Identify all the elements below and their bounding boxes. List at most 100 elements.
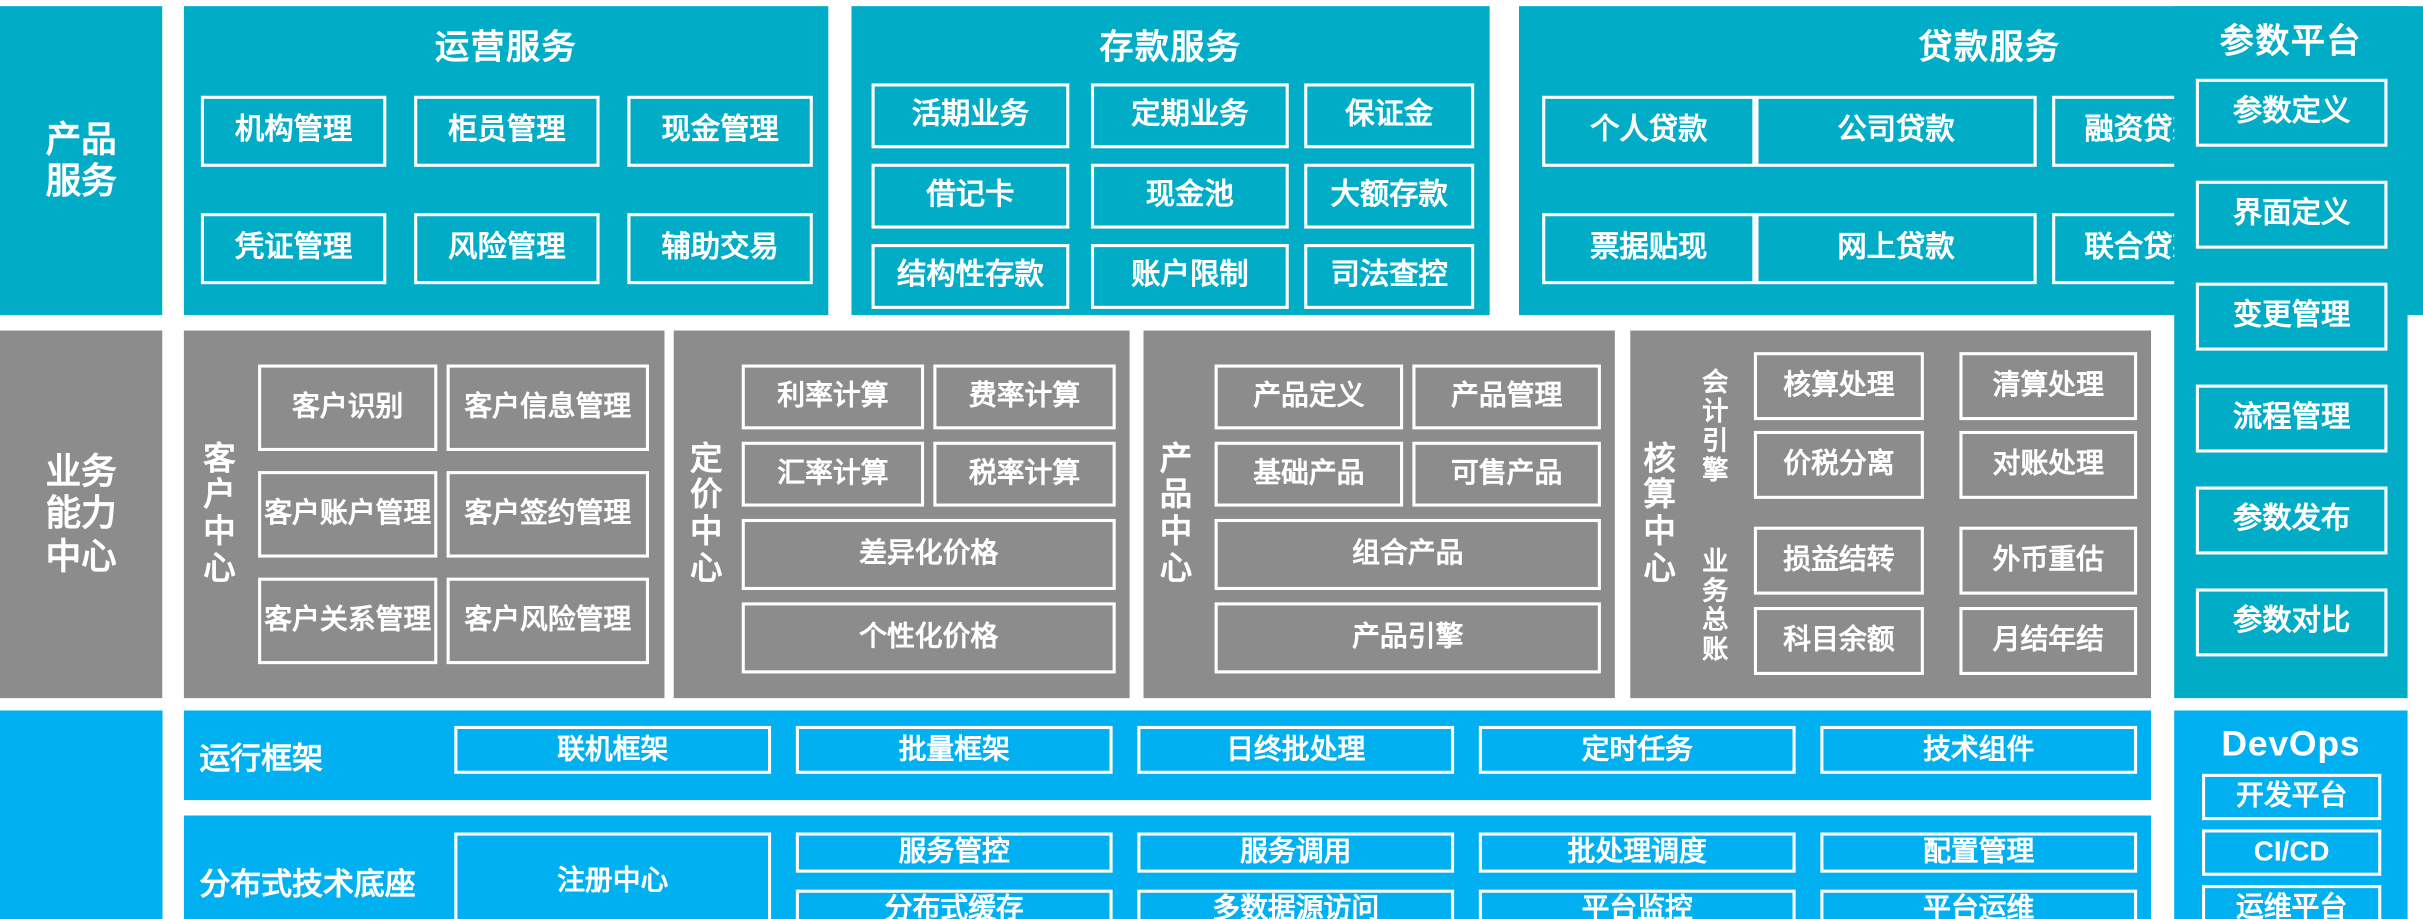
- tile-product-wide-0[interactable]: 组合产品: [1214, 518, 1601, 591]
- tile-loan-3[interactable]: 票据贴现: [1542, 213, 1756, 285]
- sidebar-devops-item-0[interactable]: 开发平台: [2202, 773, 2382, 821]
- tile-deposit-3[interactable]: 借记卡: [871, 163, 1070, 229]
- center-pricing-label-c3: 中: [689, 514, 723, 550]
- tile-runtime-3[interactable]: 定时任务: [1478, 725, 1796, 774]
- tile-operation-4[interactable]: 风险管理: [414, 213, 600, 285]
- sidebar-devops-item-1[interactable]: CI/CD: [2202, 829, 2382, 876]
- tile-distributed-bottom-3[interactable]: 平台运维: [1820, 889, 2138, 919]
- tile-distributed-top-1[interactable]: 服务调用: [1137, 832, 1455, 873]
- tile-general-ledger-3[interactable]: 月结年结: [1959, 607, 2138, 675]
- tile-product-3[interactable]: 可售产品: [1412, 441, 1601, 507]
- tile-operation-1[interactable]: 柜员管理: [414, 95, 600, 167]
- subgroup-general-ledger-c2: 务: [1702, 576, 1729, 606]
- center-pricing-label-c1: 定: [689, 441, 723, 478]
- sidebar-parameter-item-1[interactable]: 界面定义: [2195, 180, 2388, 249]
- sidebar-parameter-item-4[interactable]: 参数发布: [2195, 486, 2388, 555]
- capability-layer-rail: 业务 能力 中心: [0, 330, 163, 699]
- tile-runtime-2[interactable]: 日终批处理: [1137, 725, 1455, 774]
- tile-pricing-0[interactable]: 利率计算: [741, 364, 925, 430]
- product-rail-line-1: 产品: [45, 118, 117, 159]
- group-deposit-services-title: 存款服务: [1099, 27, 1242, 67]
- capability-rail-line-2: 能力: [45, 493, 117, 534]
- tech-row-runtime-framework-label: 运行框架: [199, 742, 323, 777]
- tile-distributed-bottom-2[interactable]: 平台监控: [1478, 889, 1796, 919]
- tile-customer-3[interactable]: 客户签约管理: [446, 471, 650, 558]
- tile-deposit-0[interactable]: 活期业务: [871, 83, 1070, 149]
- tile-deposit-4[interactable]: 现金池: [1090, 163, 1289, 229]
- subgroup-general-ledger-label: 业 务 总 账: [1689, 522, 1742, 689]
- tile-pricing-wide-0[interactable]: 差异化价格: [741, 518, 1116, 591]
- tile-operation-2[interactable]: 现金管理: [627, 95, 813, 167]
- center-customer-label-c1: 客: [203, 441, 236, 478]
- subgroup-accounting-engine-c4: 擎: [1702, 455, 1729, 486]
- subgroup-general-ledger-c4: 账: [1702, 634, 1729, 665]
- tile-accounting-engine-2[interactable]: 价税分离: [1753, 430, 1924, 499]
- tile-deposit-5[interactable]: 大额存款: [1304, 163, 1475, 229]
- tile-customer-1[interactable]: 客户信息管理: [446, 364, 650, 452]
- tile-distributed-bottom-1[interactable]: 多数据源访问: [1137, 889, 1455, 919]
- tile-general-ledger-2[interactable]: 科目余额: [1753, 607, 1924, 675]
- subgroup-accounting-engine-label: 会 计 引 擎: [1689, 346, 1742, 507]
- tile-operation-3[interactable]: 凭证管理: [200, 213, 387, 285]
- center-customer-label: 客 户 中 心: [193, 331, 246, 699]
- tile-product-2[interactable]: 基础产品: [1214, 441, 1404, 507]
- center-accounting-label-c1: 核: [1643, 441, 1676, 478]
- center-product-label-c2: 品: [1159, 478, 1193, 514]
- tile-deposit-1[interactable]: 定期业务: [1090, 83, 1289, 149]
- tile-accounting-engine-0[interactable]: 核算处理: [1753, 352, 1924, 421]
- tech-row-distributed-base-label: 分布式技术底座: [199, 868, 416, 903]
- tile-runtime-1[interactable]: 批量框架: [795, 725, 1113, 774]
- tile-runtime-0[interactable]: 联机框架: [454, 725, 772, 774]
- capability-rail-line-1: 业务: [45, 451, 117, 492]
- tile-pricing-2[interactable]: 汇率计算: [741, 441, 925, 507]
- tile-runtime-4[interactable]: 技术组件: [1820, 725, 2138, 774]
- tile-loan-1[interactable]: 公司贷款: [1755, 95, 2037, 167]
- tile-accounting-engine-1[interactable]: 清算处理: [1959, 352, 2138, 421]
- tile-pricing-1[interactable]: 费率计算: [933, 364, 1116, 430]
- group-deposit-services: 存款服务 活期业务 定期业务 保证金 借记卡 现金池 大额存款 结构性存款 账户…: [851, 6, 1490, 316]
- tile-deposit-2[interactable]: 保证金: [1304, 83, 1475, 149]
- tile-customer-2[interactable]: 客户账户管理: [258, 471, 438, 558]
- tile-general-ledger-0[interactable]: 损益结转: [1753, 526, 1924, 595]
- tile-product-1[interactable]: 产品管理: [1412, 364, 1601, 430]
- tile-customer-4[interactable]: 客户关系管理: [258, 577, 438, 665]
- tile-customer-0[interactable]: 客户识别: [258, 364, 438, 452]
- tile-pricing-wide-1[interactable]: 个性化价格: [741, 602, 1116, 674]
- group-operation-services: 运营服务 机构管理 柜员管理 现金管理 凭证管理 风险管理 辅助交易: [183, 6, 829, 316]
- sidebar-parameter-item-0[interactable]: 参数定义: [2195, 78, 2388, 147]
- subgroup-accounting-engine-c1: 会: [1702, 367, 1729, 397]
- center-customer: 客 户 中 心 客户识别 客户信息管理 客户账户管理 客户签约管理 客户关系管理…: [183, 330, 665, 699]
- sidebar-parameter-platform: 参数平台 参数定义 界面定义 变更管理 流程管理 参数发布 参数对比: [2174, 6, 2408, 699]
- tile-deposit-6[interactable]: 结构性存款: [871, 244, 1070, 309]
- sidebar-parameter-item-2[interactable]: 变更管理: [2195, 282, 2388, 351]
- center-accounting-label-c4: 心: [1643, 550, 1676, 587]
- tile-product-wide-1[interactable]: 产品引擎: [1214, 602, 1601, 674]
- tile-distributed-top-0[interactable]: 服务管控: [795, 832, 1113, 873]
- tile-registry-center[interactable]: 注册中心: [454, 832, 772, 919]
- center-product-label-c3: 中: [1159, 514, 1193, 550]
- sidebar-devops-item-2[interactable]: 运维平台: [2202, 885, 2382, 919]
- tile-operation-0[interactable]: 机构管理: [200, 95, 387, 167]
- tech-row-runtime-framework: 运行框架 联机框架 批量框架 日终批处理 定时任务 技术组件: [183, 710, 2152, 801]
- center-product-label-c1: 产: [1159, 441, 1193, 478]
- tile-distributed-top-3[interactable]: 配置管理: [1820, 832, 2138, 873]
- tile-distributed-top-2[interactable]: 批处理调度: [1478, 832, 1796, 873]
- tile-deposit-8[interactable]: 司法查控: [1304, 244, 1475, 309]
- tile-pricing-3[interactable]: 税率计算: [933, 441, 1116, 507]
- tile-distributed-bottom-0[interactable]: 分布式缓存: [795, 889, 1113, 919]
- sidebar-parameter-item-3[interactable]: 流程管理: [2195, 384, 2388, 453]
- tile-deposit-7[interactable]: 账户限制: [1090, 244, 1289, 309]
- sidebar-parameter-item-5[interactable]: 参数对比: [2195, 588, 2388, 657]
- center-pricing-label: 定 价 中 心: [680, 331, 733, 699]
- product-rail-line-2: 服务: [45, 160, 117, 201]
- subgroup-general-ledger-c1: 业: [1702, 546, 1729, 577]
- sidebar-parameter-platform-title: 参数平台: [2219, 21, 2362, 61]
- tile-loan-0[interactable]: 个人贷款: [1542, 95, 1756, 167]
- tile-customer-5[interactable]: 客户风险管理: [446, 577, 650, 665]
- tile-accounting-engine-3[interactable]: 对账处理: [1959, 430, 2138, 499]
- tile-operation-5[interactable]: 辅助交易: [627, 213, 813, 285]
- tile-loan-4[interactable]: 网上贷款: [1755, 213, 2037, 285]
- tile-general-ledger-1[interactable]: 外币重估: [1959, 526, 2138, 595]
- tile-product-0[interactable]: 产品定义: [1214, 364, 1404, 430]
